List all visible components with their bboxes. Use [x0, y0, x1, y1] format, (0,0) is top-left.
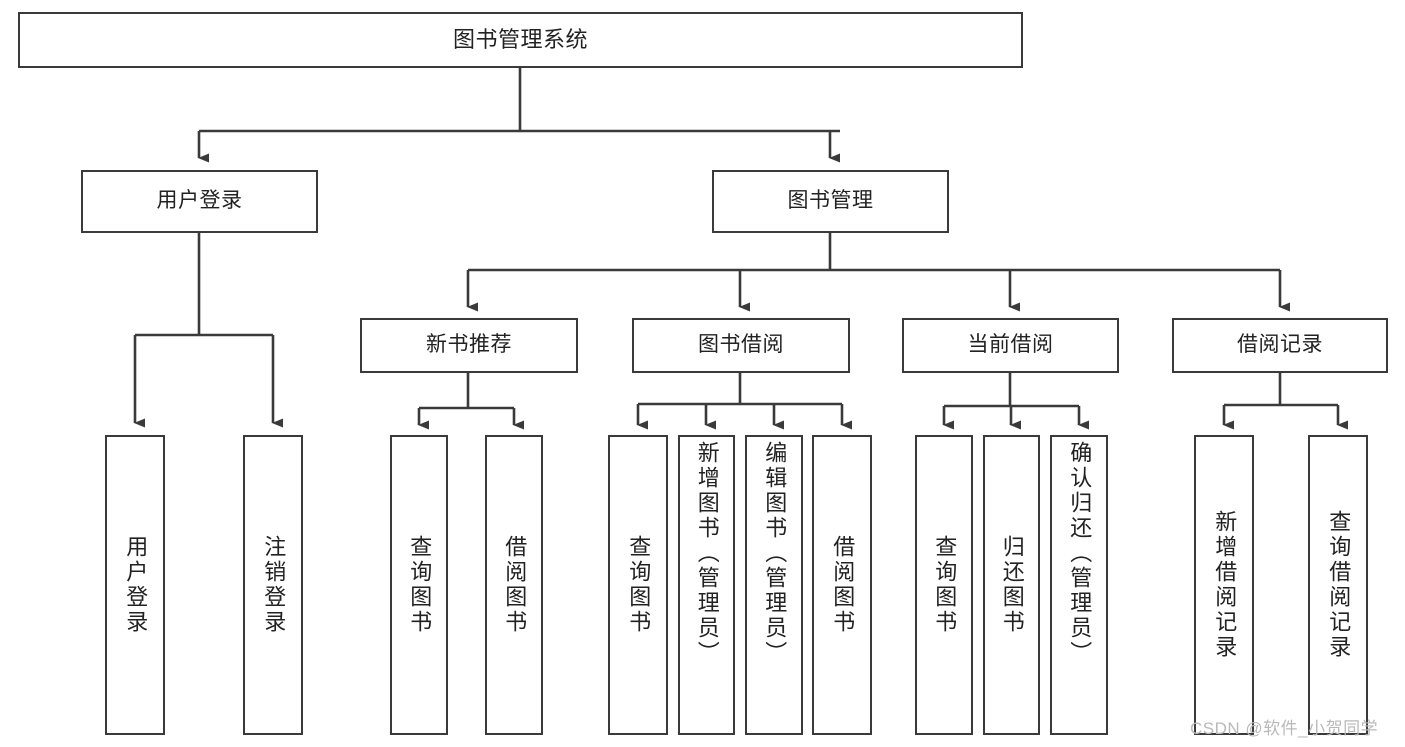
node-root[interactable]: 图书管理系统: [18, 12, 1023, 68]
node-leaf-logout[interactable]: 注销登录: [243, 435, 303, 735]
node-leaf-query-borrow-record-label: 查询借阅记录: [1326, 510, 1352, 660]
node-leaf-query-book-1[interactable]: 查询图书: [390, 435, 448, 735]
node-book-management[interactable]: 图书管理: [712, 170, 949, 233]
node-borrow-record-label: 借阅记录: [1237, 333, 1323, 357]
node-new-book-recommend[interactable]: 新书推荐: [360, 318, 578, 373]
node-leaf-borrow-book-1-label: 借阅图书: [502, 535, 528, 635]
node-leaf-query-book-3-label: 查询图书: [932, 535, 958, 635]
node-leaf-return-book[interactable]: 归还图书: [983, 435, 1040, 735]
node-leaf-add-borrow-record-label: 新增借阅记录: [1212, 510, 1238, 660]
node-leaf-add-borrow-record[interactable]: 新增借阅记录: [1194, 435, 1254, 735]
node-user-login[interactable]: 用户登录: [81, 170, 318, 233]
node-leaf-query-borrow-record[interactable]: 查询借阅记录: [1308, 435, 1368, 735]
node-book-borrow-label: 图书借阅: [698, 333, 784, 357]
node-leaf-confirm-return-admin[interactable]: 确认归还（管理员）: [1050, 435, 1108, 735]
node-leaf-edit-book-admin[interactable]: 编辑图书（管理员）: [745, 435, 803, 735]
node-book-borrow[interactable]: 图书借阅: [632, 318, 850, 373]
node-leaf-return-book-label: 归还图书: [999, 535, 1025, 635]
node-leaf-query-book-3[interactable]: 查询图书: [915, 435, 973, 735]
node-leaf-borrow-book-2-label: 借阅图书: [830, 535, 856, 635]
node-leaf-user-login[interactable]: 用户登录: [105, 435, 165, 735]
node-new-book-recommend-label: 新书推荐: [426, 333, 512, 357]
node-user-login-label: 用户登录: [156, 189, 243, 213]
node-root-label: 图书管理系统: [452, 27, 588, 53]
node-leaf-add-book-admin-label: 新增图书（管理员）: [694, 441, 720, 666]
node-borrow-record[interactable]: 借阅记录: [1172, 318, 1388, 373]
node-leaf-confirm-return-admin-label: 确认归还（管理员）: [1067, 441, 1093, 666]
node-current-borrow[interactable]: 当前借阅: [902, 318, 1119, 373]
node-leaf-query-book-1-label: 查询图书: [407, 535, 433, 635]
node-leaf-edit-book-admin-label: 编辑图书（管理员）: [762, 441, 788, 666]
node-current-borrow-label: 当前借阅: [967, 333, 1054, 357]
node-leaf-borrow-book-1[interactable]: 借阅图书: [485, 435, 543, 735]
node-leaf-query-book-2[interactable]: 查询图书: [608, 435, 668, 735]
node-book-management-label: 图书管理: [787, 189, 874, 213]
node-leaf-logout-label: 注销登录: [261, 535, 287, 635]
node-leaf-borrow-book-2[interactable]: 借阅图书: [812, 435, 872, 735]
node-leaf-query-book-2-label: 查询图书: [626, 535, 652, 635]
node-leaf-user-login-label: 用户登录: [123, 535, 149, 635]
csdn-watermark: CSDN @软件_小贺同学: [1190, 719, 1379, 738]
node-leaf-add-book-admin[interactable]: 新增图书（管理员）: [678, 435, 735, 735]
